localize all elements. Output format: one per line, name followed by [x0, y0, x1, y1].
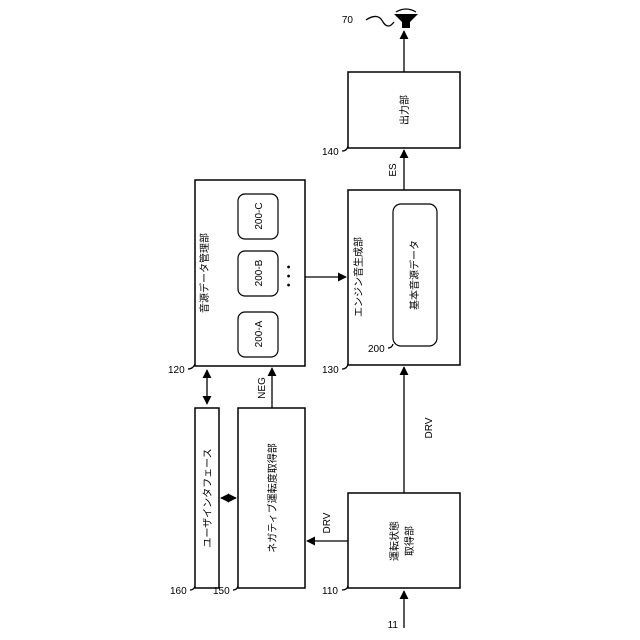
output-unit-label: 出力部	[398, 95, 411, 125]
drive-state-acquisition-block: 運転状態 取得部	[348, 493, 460, 588]
ref-110: 110	[322, 586, 338, 597]
source-data-manager-label: 音源データ管理部	[198, 233, 211, 313]
basic-source-data-label: 基本音源データ	[408, 240, 421, 310]
ref-150: 150	[213, 586, 230, 597]
engine-sound-generator-label: エンジン音生成部	[352, 237, 365, 317]
speaker-leader-line	[366, 16, 394, 26]
output-unit-block: 出力部	[348, 72, 460, 148]
speaker-icon	[394, 9, 418, 28]
ref-160: 160	[170, 586, 187, 597]
ref-130: 130	[322, 365, 339, 376]
ref-120: 120	[168, 365, 185, 376]
drive-state-acquisition-label-1: 運転状態	[388, 521, 401, 561]
neg-signal-label: NEG	[257, 377, 268, 399]
user-interface-block: ユーザインタフェース	[195, 408, 219, 588]
engine-sound-generator-block: エンジン音生成部 基本音源データ	[348, 190, 460, 365]
drv-left-signal-label: DRV	[322, 512, 333, 533]
source-data-manager-block: 音源データ管理部 200-A 200-B 200-C • • •	[195, 180, 305, 366]
sources-ellipsis: • • •	[284, 264, 295, 288]
negative-drive-acquisition-block: ネガティブ運転度取得部	[238, 408, 305, 588]
ref-200: 200	[368, 344, 385, 355]
source-200-a-label: 200-A	[254, 320, 265, 347]
drive-state-acquisition-label-2: 取得部	[403, 526, 416, 556]
negative-drive-acquisition-label: ネガティブ運転度取得部	[266, 443, 279, 552]
es-signal-label: ES	[388, 163, 399, 177]
speaker-ref: 70	[342, 15, 354, 26]
source-200-b-label: 200-B	[254, 259, 265, 286]
input-ref: 11	[388, 620, 399, 631]
ref-140: 140	[322, 147, 339, 158]
user-interface-label: ユーザインタフェース	[202, 448, 214, 547]
source-200-c-label: 200-C	[254, 202, 265, 229]
drv-right-signal-label: DRV	[424, 417, 435, 438]
